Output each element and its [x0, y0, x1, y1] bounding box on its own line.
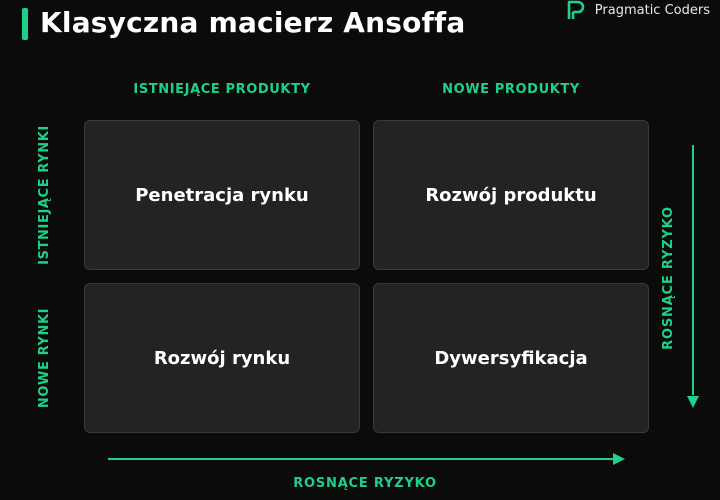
row-header-new-markets: NOWE RYNKI	[37, 307, 52, 409]
column-header-existing-products: ISTNIEJĄCE PRODUKTY	[133, 82, 311, 97]
column-header-new-products: NOWE PRODUKTY	[442, 82, 580, 97]
cell-market-penetration: Penetracja rynku	[84, 120, 360, 270]
arrow-right-icon	[613, 453, 625, 465]
row-header-existing-markets: ISTNIEJĄCE RYNKI	[37, 125, 52, 265]
cell-label: Penetracja rynku	[135, 184, 309, 206]
p-logo-icon	[565, 0, 587, 21]
brand: Pragmatic Coders	[565, 0, 710, 20]
cell-diversification: Dywersyfikacja	[373, 283, 649, 433]
risk-label-horizontal: ROSNĄCE RYZYKO	[293, 476, 437, 491]
cell-label: Dywersyfikacja	[434, 347, 588, 369]
horizontal-risk-arrow-line	[108, 458, 614, 460]
cell-label: Rozwój rynku	[153, 347, 291, 369]
vertical-risk-arrow-line	[692, 145, 694, 395]
arrow-down-icon	[687, 396, 699, 408]
risk-label-vertical: ROSNĄCE RYZYKO	[661, 206, 676, 350]
title-accent-bar	[22, 8, 28, 40]
page-title: Klasyczna macierz Ansoffa	[40, 6, 466, 39]
cell-product-development: Rozwój produktu	[373, 120, 649, 270]
cell-label: Rozwój produktu	[425, 184, 597, 206]
cell-market-development: Rozwój rynku	[84, 283, 360, 433]
brand-name: Pragmatic Coders	[594, 2, 710, 18]
